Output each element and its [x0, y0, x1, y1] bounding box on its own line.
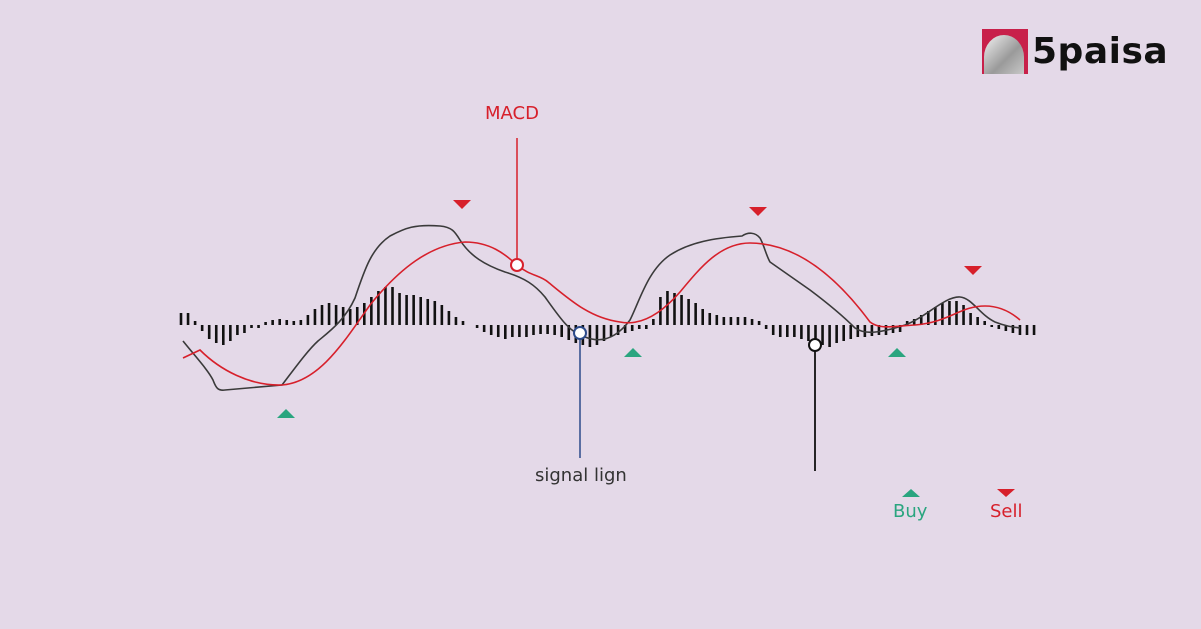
- sell-arrow-icon: [964, 266, 982, 275]
- buy-arrow-icon: [277, 409, 295, 418]
- buy-arrow-icon: [888, 348, 906, 357]
- logo-badge-icon: [982, 29, 1028, 74]
- legend-sell-icon: [997, 489, 1015, 497]
- buy-markers: [277, 348, 920, 497]
- legend-sell-label: Sell: [990, 501, 1023, 522]
- brand-name: 5paisa: [1032, 31, 1169, 72]
- histogram-pointer-dot: [808, 338, 822, 352]
- legend-buy-label: Buy: [893, 501, 928, 522]
- macd-pointer-dot: [510, 258, 524, 272]
- brand-logo: 5paisa: [982, 29, 1168, 74]
- buy-arrow-icon: [624, 348, 642, 357]
- macd-label: MACD: [485, 103, 539, 124]
- macd-line: [182, 241, 1021, 386]
- histogram: [179, 287, 1036, 347]
- sell-arrow-icon: [453, 200, 471, 209]
- signal-line-label: signal lign: [535, 465, 627, 486]
- signal-pointer-dot: [573, 326, 587, 340]
- sell-markers: [453, 200, 1015, 497]
- sell-arrow-icon: [749, 207, 767, 216]
- signal-line: [182, 224, 1021, 391]
- legend-buy-icon: [902, 489, 920, 497]
